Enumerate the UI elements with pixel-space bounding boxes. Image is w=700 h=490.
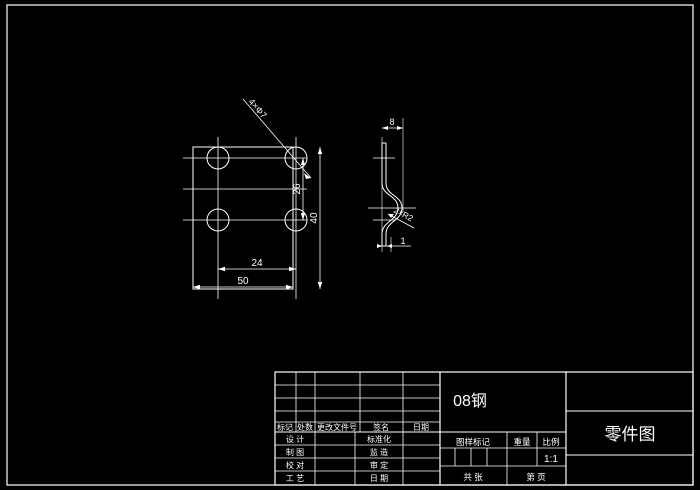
dim26-arrow-top <box>300 158 306 165</box>
hole-callout-arrow <box>304 173 311 179</box>
side-view-group: 8 1 2×R2 <box>368 117 416 252</box>
tb-header-qianming: 签名 <box>373 422 389 432</box>
tb-header-chushu: 处数 <box>297 422 313 432</box>
dim1-arrow-right <box>387 244 392 248</box>
tb-scale-label: 比例 <box>542 437 559 447</box>
dim8-arrow-right <box>397 126 403 130</box>
dim40-arrow-top <box>317 147 323 154</box>
tb-role-jianzao: 监 造 <box>370 447 388 457</box>
title-block-group: 标记 处数 更改文件号 签名 日期 设 计 制 图 校 对 工 艺 标准化 监 … <box>274 371 694 486</box>
hole-bottom-left <box>206 208 230 232</box>
dim24-arrow-right <box>289 266 296 272</box>
dim40-arrow-bottom <box>317 282 323 289</box>
tb-weight-label: 重量 <box>513 437 531 447</box>
dim1-arrow-left <box>377 244 382 248</box>
tb-header-genggai: 更改文件号 <box>317 422 357 432</box>
tb-role-jiaodui: 校 对 <box>286 460 304 470</box>
material-designation: 08钢 <box>453 392 487 410</box>
radius-callout-arrow <box>388 214 394 218</box>
tb-role-gongyi: 工 艺 <box>286 474 304 483</box>
tb-role-biaozhunhua: 标准化 <box>367 434 391 444</box>
dim8-arrow-left <box>382 126 388 130</box>
dim26-text: 26 <box>292 183 303 195</box>
title-block-frame <box>274 371 694 486</box>
front-view-group: 4×Φ7 50 24 40 26 <box>183 97 323 299</box>
dim50-text: 50 <box>237 276 249 287</box>
dim40-text: 40 <box>309 212 320 224</box>
tb-header-riqi: 日期 <box>413 423 429 432</box>
plate-outline <box>192 146 294 290</box>
dim8-text: 8 <box>389 117 394 127</box>
tb-role-sheji: 设 计 <box>286 434 304 444</box>
dim1-text: 1 <box>400 236 405 246</box>
radius-callout-leader <box>387 213 415 229</box>
dim24-arrow-left <box>218 266 225 272</box>
tb-role-zhitu: 制 图 <box>286 447 304 457</box>
hole-top-left <box>206 146 230 170</box>
hole-callout-leader <box>242 98 312 179</box>
drawing-title: 零件图 <box>605 425 656 444</box>
hole-top-right <box>284 146 308 170</box>
hole-callout-text: 4×Φ7 <box>246 97 268 121</box>
dim50-arrow-left <box>193 284 200 290</box>
tb-role-shending: 审 定 <box>370 460 388 470</box>
tb-sheet-total: 共 张 <box>463 472 483 482</box>
dim50-arrow-right <box>286 284 293 290</box>
tb-marking-label: 图样标记 <box>456 437 491 447</box>
side-profile-outer <box>381 143 399 246</box>
tb-role-riqi: 日 期 <box>370 474 388 483</box>
tb-header-biaoji: 标记 <box>277 422 293 432</box>
hole-bottom-right <box>284 208 308 232</box>
tb-sheet-page: 第 页 <box>526 472 545 482</box>
dim26-arrow-bottom <box>300 213 306 220</box>
dim24-text: 24 <box>251 258 263 269</box>
tb-scale-value: 1:1 <box>544 454 558 465</box>
sheet-border-frame <box>6 4 694 486</box>
